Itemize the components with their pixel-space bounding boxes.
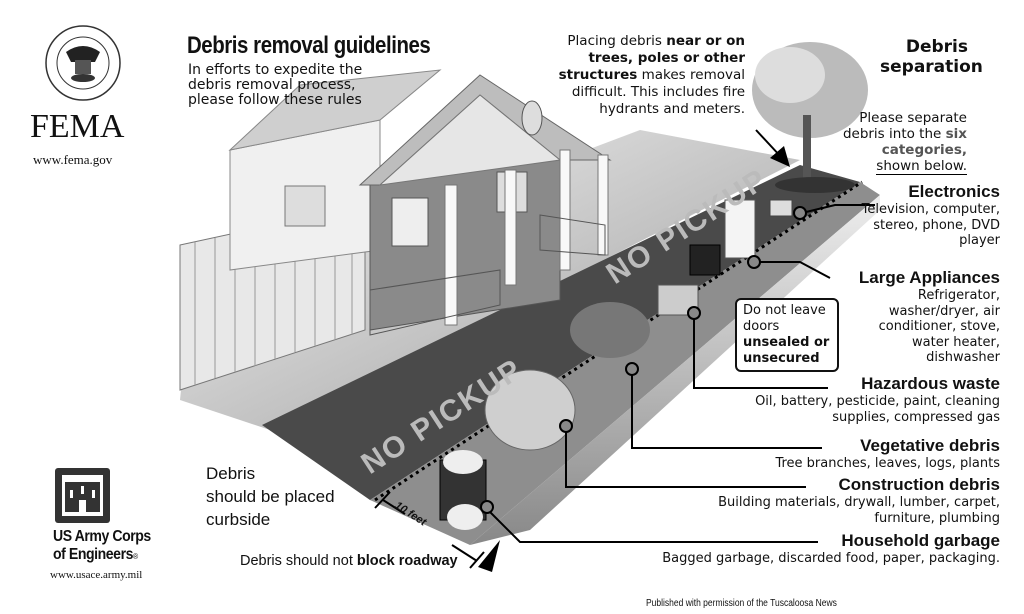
category-name: Construction debris xyxy=(838,475,1000,494)
curbside-line: should be placed xyxy=(206,487,335,506)
dhs-seal xyxy=(45,25,121,101)
category-name: Vegetative debris xyxy=(860,436,1000,455)
debris-items xyxy=(439,199,793,530)
curbside-note: Debris should be placed curbside xyxy=(206,462,335,531)
category-items: Refrigerator, washer/dryer, air conditio… xyxy=(878,288,1000,365)
category-items: Oil, battery, pesticide, paint, cleaning… xyxy=(755,394,1000,425)
intro-line: please follow these rules xyxy=(188,92,362,108)
separation-bold: six categories, xyxy=(881,126,967,158)
category-household-garbage: Household garbage Bagged garbage, discar… xyxy=(600,531,1000,567)
roadway-note: Debris should not block roadway xyxy=(240,553,458,569)
separation-line: Please separate debris into the xyxy=(842,110,967,142)
page-title: Debris removal guidelines xyxy=(187,32,431,59)
separation-text: Please separate debris into the six cate… xyxy=(840,110,967,175)
publication-credit: Published with permission of the Tuscalo… xyxy=(646,598,837,609)
category-construction-debris: Construction debris Building materials, … xyxy=(690,475,1000,526)
heading-line: Debris xyxy=(905,37,968,57)
heading-line: separation xyxy=(880,57,983,77)
category-name: Household garbage xyxy=(841,531,1000,550)
roadway-text: Debris should not xyxy=(240,553,357,569)
tree xyxy=(752,42,868,193)
category-items: Television, computer, stereo, phone, DVD… xyxy=(861,202,1000,248)
arrow-head-icon xyxy=(770,146,790,167)
usace-castle-logo xyxy=(55,468,110,523)
separation-heading: Debris separation xyxy=(880,37,983,77)
ten-feet-measure xyxy=(374,491,485,569)
category-name: Large Appliances xyxy=(858,268,1000,287)
curbside-line: curbside xyxy=(206,510,271,529)
curb xyxy=(470,195,880,545)
note-bold: unsealed or unsecured xyxy=(743,335,830,366)
warning-text: makes removal difficult. This includes f… xyxy=(571,67,745,117)
separation-line: shown below. xyxy=(876,158,967,175)
category-items: Bagged garbage, discarded food, paper, p… xyxy=(662,551,1000,566)
curb-boundary-line xyxy=(374,180,863,502)
roadway-bold: block roadway xyxy=(356,553,458,569)
warning-bold: near or on trees, poles or other structu… xyxy=(558,33,745,83)
registered-mark: ® xyxy=(132,552,138,561)
curbside-line: Debris xyxy=(206,464,256,483)
category-name: Hazardous waste xyxy=(861,374,1000,393)
roadway-arrow-icon xyxy=(478,540,500,572)
category-items: Tree branches, leaves, logs, plants xyxy=(775,456,1000,471)
usace-name-line: of Engineers xyxy=(53,546,133,563)
warning-text: Placing debris xyxy=(567,33,667,49)
usace-name-line: US Army Corps xyxy=(53,528,151,545)
category-name: Electronics xyxy=(908,182,1000,201)
doors-note: Do not leave doors unsealed or unsecured xyxy=(735,298,839,372)
intro-text: In efforts to expedite the debris remova… xyxy=(188,63,362,108)
debris-strip xyxy=(370,182,880,545)
category-hazardous-waste: Hazardous waste Oil, battery, pesticide,… xyxy=(710,374,1000,425)
fema-logo-text: FEMA xyxy=(30,108,125,145)
placement-warning: Placing debris near or on trees, poles o… xyxy=(545,33,745,118)
house xyxy=(228,69,612,336)
usace-name: US Army Corps of Engineers® xyxy=(53,528,151,566)
category-large-appliances: Large Appliances Refrigerator, washer/dr… xyxy=(850,268,1000,366)
fema-url: www.fema.gov xyxy=(33,152,113,167)
category-electronics: Electronics Television, computer, stereo… xyxy=(860,182,1000,249)
category-items: Building materials, drywall, lumber, car… xyxy=(718,495,1000,526)
usace-url: www.usace.army.mil xyxy=(50,569,143,581)
intro-line: debris removal process, xyxy=(188,77,356,93)
leader-lines xyxy=(480,204,875,543)
intro-line: In efforts to expedite the xyxy=(188,62,363,78)
note-text: Do not leave doors xyxy=(743,303,826,334)
category-vegetative-debris: Vegetative debris Tree branches, leaves,… xyxy=(720,436,1000,472)
